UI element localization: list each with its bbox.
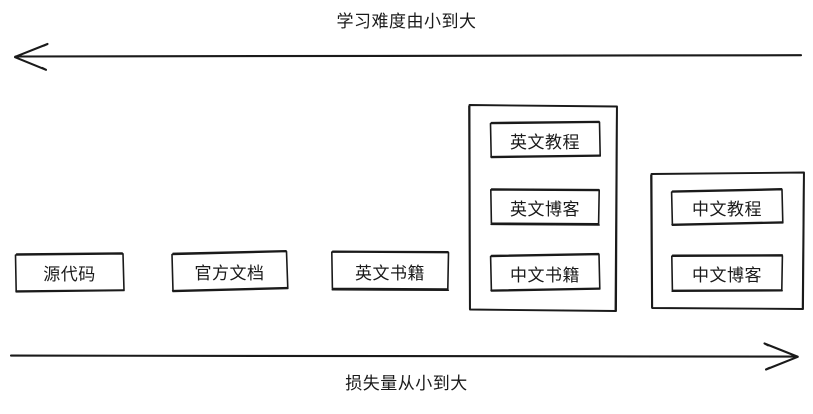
- sketch-border: [468, 104, 618, 312]
- node-label: 官方文档: [194, 264, 265, 284]
- node-label: 中文书籍: [510, 265, 580, 286]
- node-english-tutorial[interactable]: 英文教程: [489, 120, 601, 159]
- sketch-border: [171, 250, 289, 293]
- sketch-border: [331, 250, 450, 291]
- node-label: 源代码: [43, 265, 96, 285]
- node-source-code[interactable]: 源代码: [14, 252, 125, 293]
- node-chinese-tutorial[interactable]: 中文教程: [670, 188, 784, 227]
- node-label: 中文教程: [692, 200, 762, 220]
- node-official-docs[interactable]: 官方文档: [170, 250, 289, 293]
- group-chinese[interactable]: 中文教程 中文博客: [649, 171, 806, 311]
- node-label: 英文教程: [510, 132, 580, 153]
- left-arrow: [13, 42, 803, 71]
- top-axis-label: 学习难度由小到大: [336, 12, 477, 32]
- sketch-border: [670, 188, 784, 226]
- node-english-blog[interactable]: 英文博客: [489, 188, 601, 226]
- node-label: 英文博客: [510, 199, 580, 220]
- sketch-border: [489, 252, 601, 292]
- node-label: 英文书籍: [355, 263, 425, 284]
- group-english[interactable]: 英文教程 英文博客 中文书籍: [467, 103, 619, 313]
- right-arrow: [9, 342, 799, 371]
- node-english-books[interactable]: 英文书籍: [330, 250, 450, 292]
- node-chinese-blog[interactable]: 中文博客: [670, 254, 784, 293]
- sketch-border: [671, 254, 784, 292]
- sketch-border: [489, 120, 601, 159]
- sketch-border: [490, 188, 600, 226]
- sketch-border: [650, 171, 805, 310]
- bottom-axis-label: 损失量从小到大: [345, 374, 468, 394]
- node-chinese-books[interactable]: 中文书籍: [489, 252, 601, 293]
- node-label: 中文博客: [692, 266, 762, 286]
- sketch-border: [14, 252, 125, 293]
